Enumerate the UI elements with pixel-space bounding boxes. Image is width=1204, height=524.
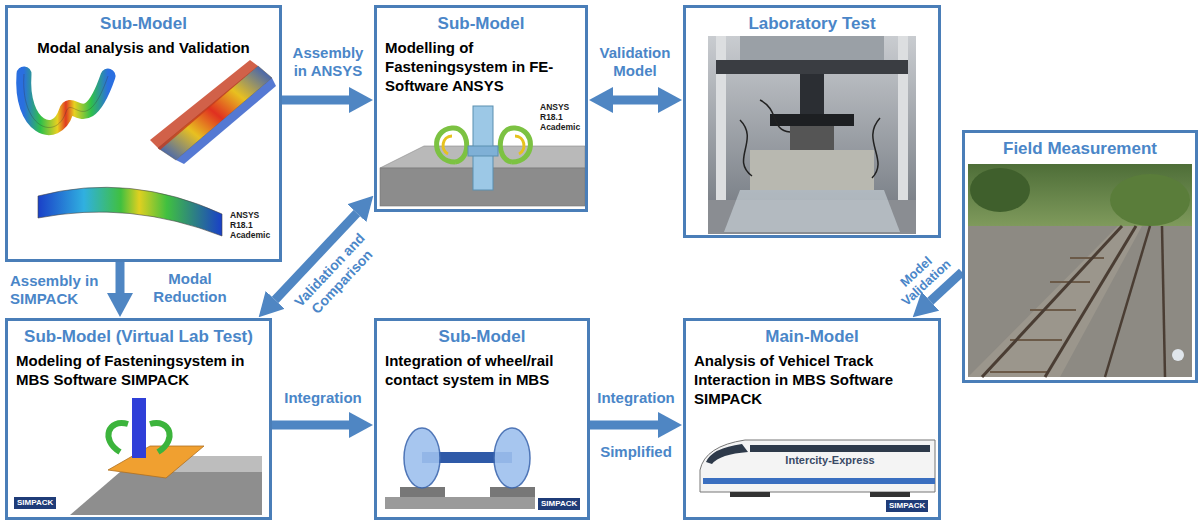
flow-arrow — [590, 421, 658, 430]
software-logo: ANSYS R18.1 Academic — [540, 102, 585, 132]
box-text: Modeling of Fasteningsystem in MBS Softw… — [16, 351, 261, 389]
flow-arrow — [272, 421, 349, 430]
software-logo: SIMPACK — [886, 500, 928, 512]
arrow-label: Assembly in ANSYS — [285, 44, 371, 80]
arrow-label: Integration — [275, 389, 371, 407]
flow-arrow — [116, 262, 125, 293]
arrow-label: Integration — [591, 389, 681, 407]
software-logo: SIMPACK — [14, 497, 56, 509]
box-title: Sub-Model — [385, 13, 577, 34]
arrow-label: Assembly in SIMPACK — [10, 272, 102, 308]
software-logo: ANSYS R18.1 Academic — [230, 210, 276, 240]
box-title: Sub-Model — [16, 13, 271, 34]
box-title: Sub-Model — [385, 326, 579, 347]
box-title: Field Measurement — [973, 138, 1187, 159]
process-box: Sub-Model (Virtual Lab Test) Modeling of … — [5, 318, 272, 520]
box-text: Modelling of Fasteningsystem in FE-Softw… — [385, 38, 577, 95]
train-lettering: Intercity-Express — [770, 454, 890, 467]
arrow-note: Simplified — [590, 443, 682, 461]
software-logo: SIMPACK — [538, 498, 580, 510]
flow-arrow — [282, 96, 349, 105]
arrow-label: Validation Model — [591, 44, 679, 80]
process-box: Main-ModelAnalysis of Vehicel Track Inte… — [683, 318, 941, 520]
box-title: Sub-Model (Virtual Lab Test) — [16, 326, 261, 347]
arrow-note: Modal Reduction — [140, 270, 240, 306]
process-box: Sub-ModelIntegration of wheel/rail conta… — [374, 318, 590, 520]
box-text: Modal analysis and Validation — [16, 38, 271, 57]
process-box: Field Measurement — [962, 130, 1198, 383]
box-title: Laboratory Test — [694, 13, 930, 34]
box-text: Integration of wheel/rail contact system… — [385, 351, 579, 389]
flow-arrow — [613, 96, 658, 105]
box-text: Analysis of Vehicel Track Interaction in… — [694, 351, 930, 408]
arrow-label: Model Validation — [886, 243, 956, 311]
process-box: Laboratory Test — [683, 5, 941, 238]
box-title: Main-Model — [694, 326, 930, 347]
